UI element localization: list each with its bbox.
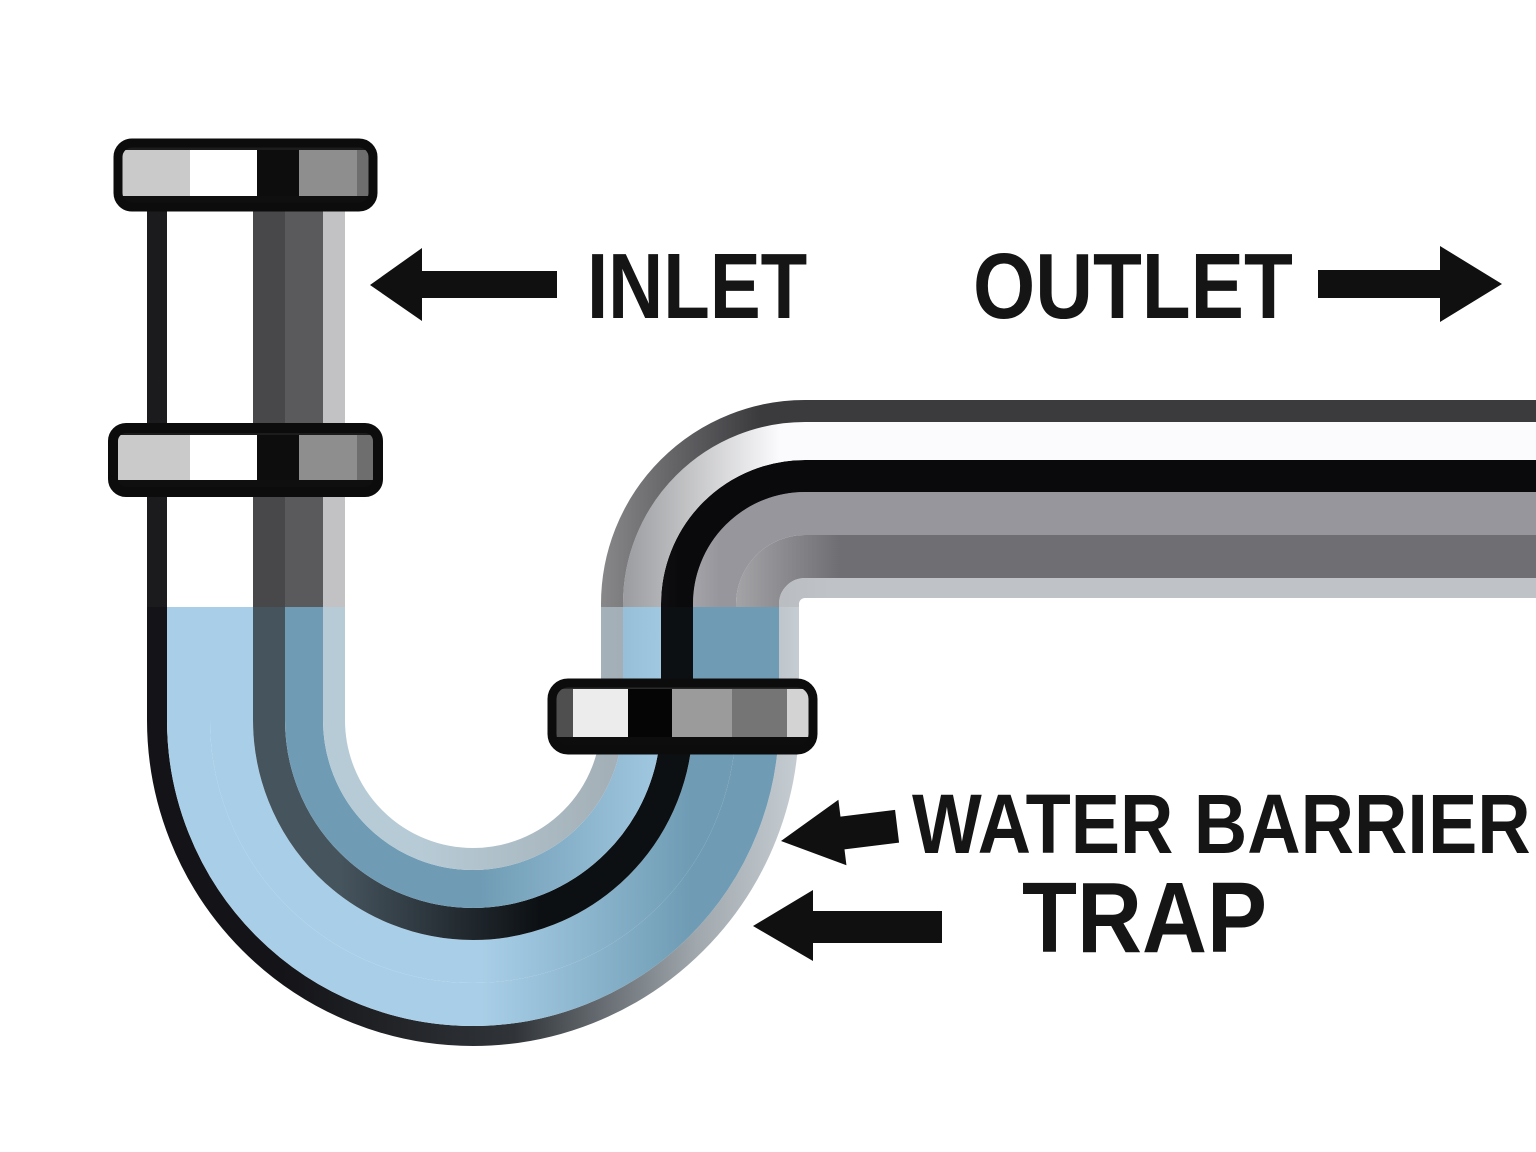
outlet-arrow-icon [1318,246,1502,322]
water-barrier-label: WATER BARRIER [912,777,1531,871]
inlet-label: INLET [587,235,807,339]
trap-label: TRAP [1022,863,1267,974]
water-barrier-arrow-icon [781,799,900,866]
trap-water-section [147,607,799,1046]
pipe-metal-section [147,150,1536,607]
slip-nut-middle [108,423,383,497]
outlet-label: OUTLET [973,234,1293,338]
coupling-nut-right [547,678,818,755]
coupling-nut-top [113,138,378,212]
trap-arrow-icon [753,890,942,961]
inlet-arrow-icon [370,248,557,321]
